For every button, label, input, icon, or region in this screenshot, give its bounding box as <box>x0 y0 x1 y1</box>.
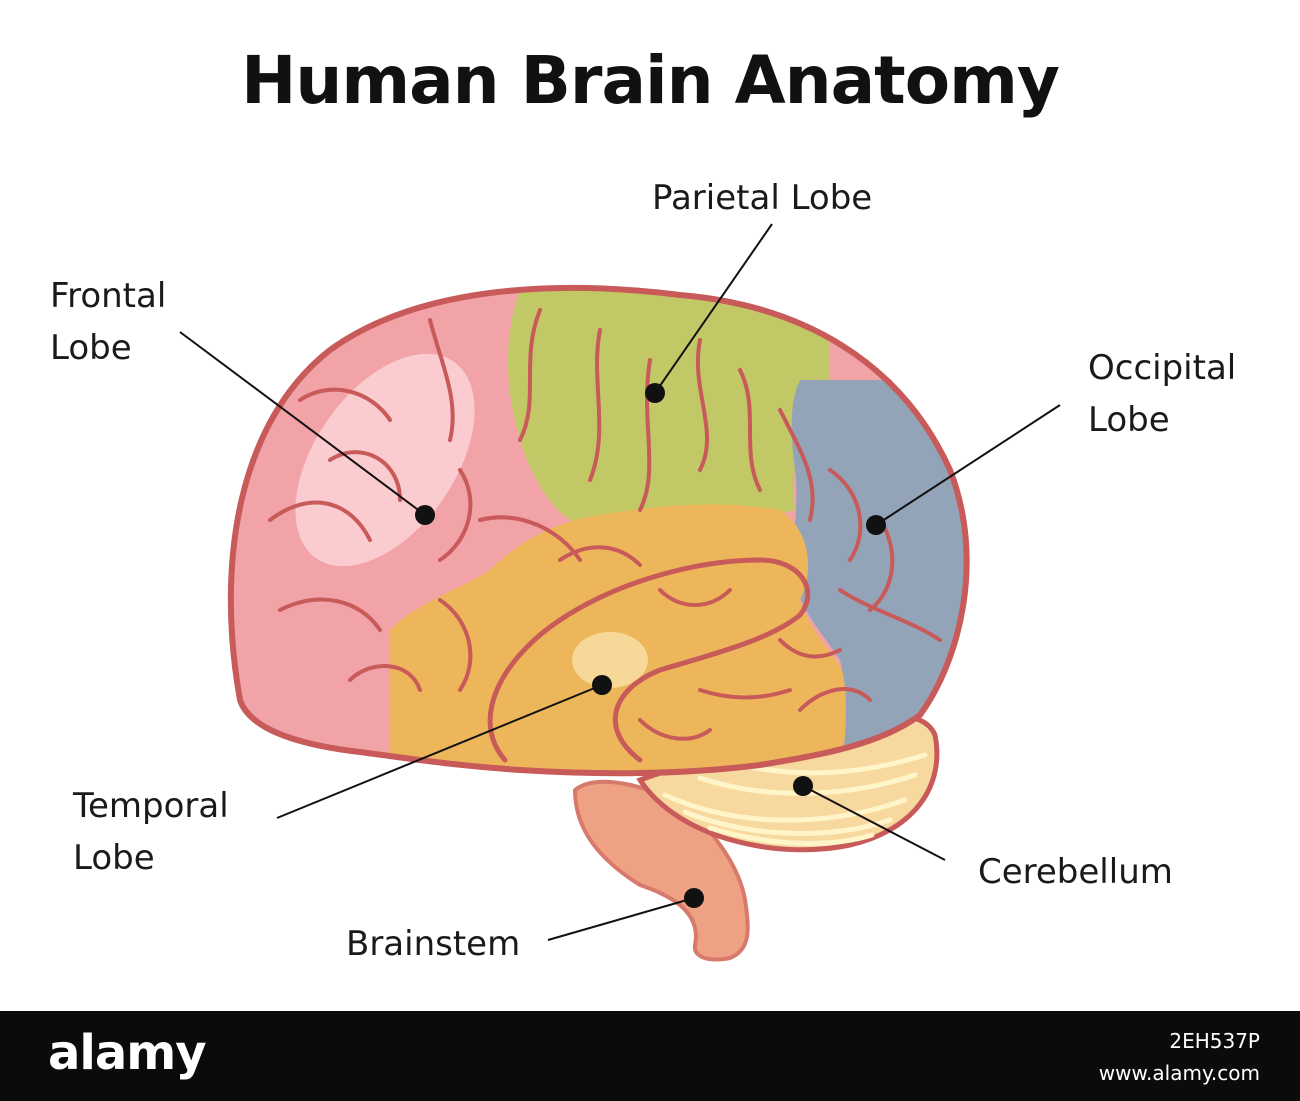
frontal-lobe-label-line2: Lobe <box>50 328 132 368</box>
occipital-lobe-label-line1: Occipital <box>1088 348 1237 388</box>
occipital-callout-dot <box>866 515 886 535</box>
parietal-lobe-region <box>508 290 830 528</box>
frontal-callout-line <box>179 331 426 516</box>
temporal-lobe-label-line2: Lobe <box>73 838 155 878</box>
temporal-lobe-label-line1: Temporal <box>73 786 229 826</box>
brainstem-callout-dot <box>684 888 704 908</box>
temporal-highlight <box>572 632 648 688</box>
parietal-callout-line <box>654 223 773 394</box>
cerebellum-callout-line <box>802 785 946 861</box>
footer-brand-logo: alamy <box>48 1025 207 1081</box>
brainstem-label: Brainstem <box>346 924 521 964</box>
occipital-callout-line <box>875 404 1061 526</box>
footer-image-id: 2EH537P <box>1169 1029 1260 1053</box>
frontal-callout-dot <box>415 505 435 525</box>
parietal-callout-dot <box>645 383 665 403</box>
cerebellum-label: Cerebellum <box>978 852 1173 892</box>
watermark-footer: alamy 2EH537P www.alamy.com <box>0 1011 1300 1101</box>
footer-site-url: www.alamy.com <box>1098 1061 1260 1085</box>
footer-meta: 2EH537P www.alamy.com <box>1099 1025 1260 1089</box>
diagram-title: Human Brain Anatomy <box>241 42 1060 119</box>
callout-lines <box>179 223 1061 941</box>
gyri-lines <box>268 308 942 741</box>
cerebrum-outline <box>227 284 970 777</box>
temporal-callout-dot <box>592 675 612 695</box>
occipital-lobe-label-line2: Lobe <box>1088 400 1170 440</box>
brain-diagram <box>179 223 1061 962</box>
cerebellum-callout-dot <box>793 776 813 796</box>
frontal-lobe-label-line1: Frontal <box>50 276 167 316</box>
callout-dots <box>415 383 886 908</box>
brainstem-callout-line <box>547 897 695 941</box>
parietal-lobe-label: Parietal Lobe <box>652 178 873 218</box>
temporal-lobe-outline <box>487 557 811 763</box>
temporal-callout-line <box>276 684 603 819</box>
